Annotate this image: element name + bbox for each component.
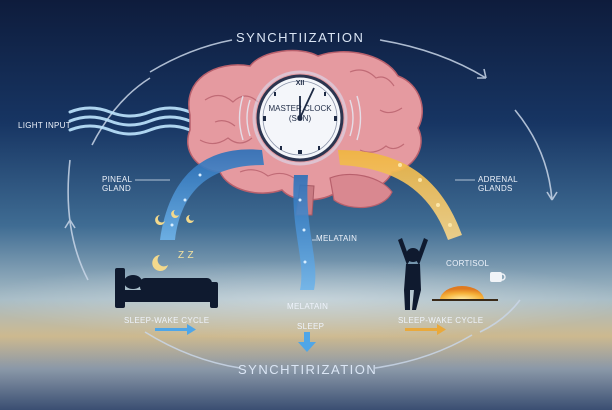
sleep-z-glyphs: Z z [178, 250, 194, 262]
light-input-label: LIGHT INPUT [18, 121, 71, 130]
cycle-arc-left-upper [92, 78, 150, 145]
clock-numeral: XII [290, 80, 310, 88]
melatain-upper-label: MELATAIN [316, 234, 357, 243]
sleep-wake-cycle-left-label: SLEEP-WAKE CYCLE [124, 316, 209, 325]
clock-label: MASTER CLOCK (SCN) [264, 104, 336, 123]
cycle-arc-left [68, 160, 88, 280]
pineal-gland-label: PINEAL GLAND [102, 175, 132, 193]
light-waves-icon [70, 108, 190, 134]
sleep-label: SLEEP [297, 322, 324, 331]
pineal-line1: PINEAL [102, 175, 132, 184]
pineal-line2: GLAND [102, 184, 132, 193]
title-bottom: SYNCHTIRIZATION [238, 362, 377, 377]
title-top: SYNCHTIIZATION [236, 30, 364, 45]
adrenal-glands-label: ADRENAL GLANDS [478, 175, 518, 193]
sleep-wake-cycle-right-label: SLEEP-WAKE CYCLE [398, 316, 483, 325]
melatain-lower-label: MELATAIN [287, 302, 328, 311]
cortisol-label: CORTISOL [446, 259, 489, 268]
clock-label-line1: MASTER CLOCK [264, 104, 336, 114]
cycle-arc-right [515, 110, 552, 200]
clock-label-line2: (SCN) [264, 114, 336, 124]
cycle-arc-bottom-right [375, 335, 472, 368]
adrenal-line1: ADRENAL [478, 175, 518, 184]
adrenal-line2: GLANDS [478, 184, 518, 193]
